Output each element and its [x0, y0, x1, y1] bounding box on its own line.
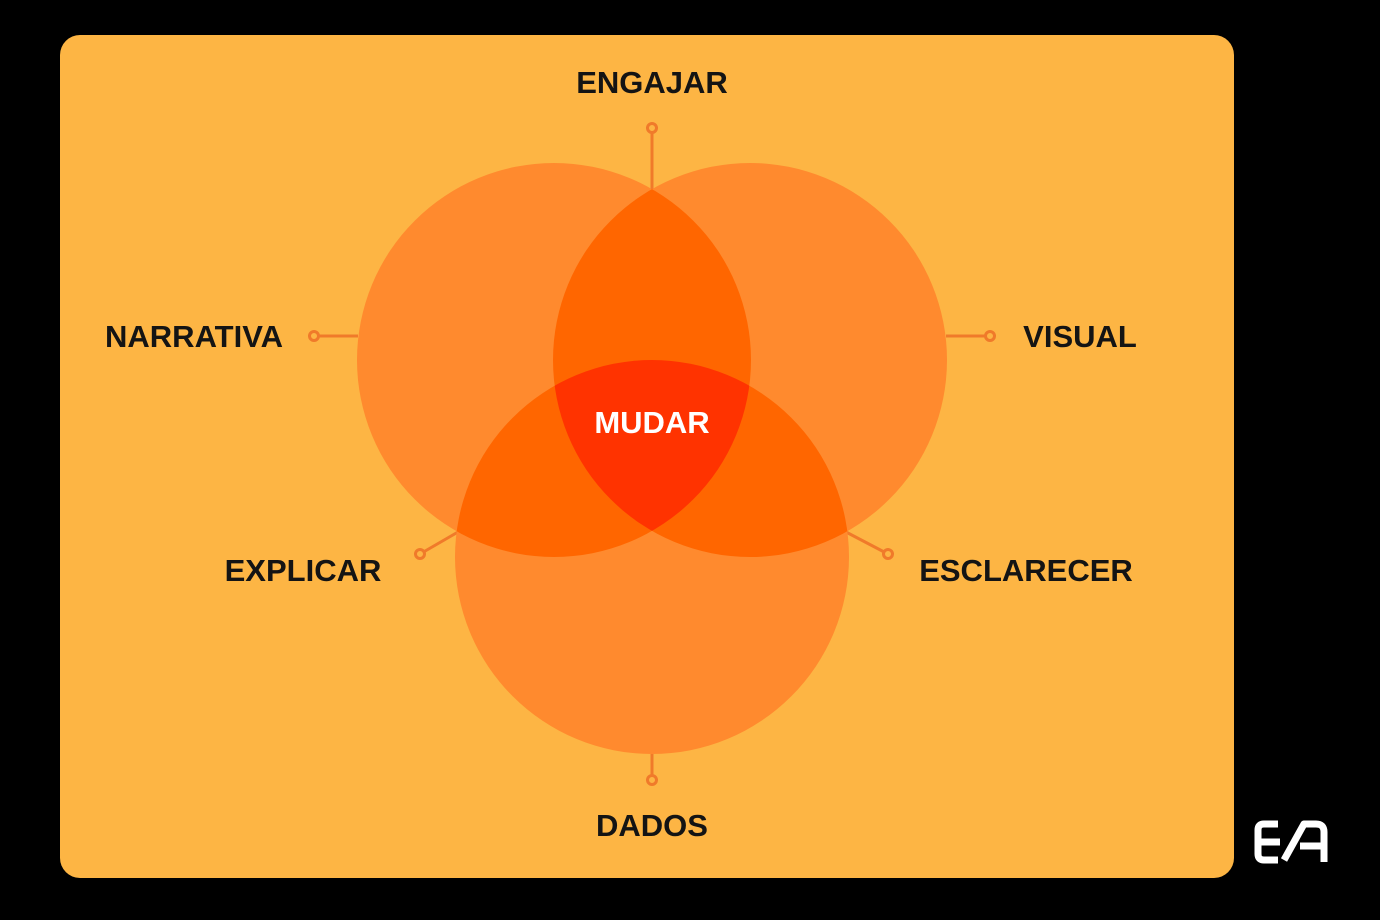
brand-logo-icon: [1254, 820, 1328, 864]
label-narrativa: NARRATIVA: [105, 319, 283, 354]
label-esclarecer: ESCLARECER: [919, 553, 1133, 588]
connector-explicar-dot: [414, 548, 426, 560]
connector-esclarecer: [845, 530, 889, 556]
label-engajar: ENGAJAR: [576, 65, 728, 100]
label-visual: VISUAL: [1023, 319, 1137, 354]
connectors: [308, 122, 996, 786]
label-dados: DADOS: [596, 808, 708, 843]
connector-explicar: [419, 530, 459, 556]
label-mudar: MUDAR: [594, 405, 709, 440]
connector-dados-dot: [646, 774, 658, 786]
connector-visual-dot: [984, 330, 996, 342]
connector-esclarecer-dot: [882, 548, 894, 560]
label-explicar: EXPLICAR: [225, 553, 382, 588]
connector-engajar-dot: [646, 122, 658, 134]
connector-narrativa-dot: [308, 330, 320, 342]
